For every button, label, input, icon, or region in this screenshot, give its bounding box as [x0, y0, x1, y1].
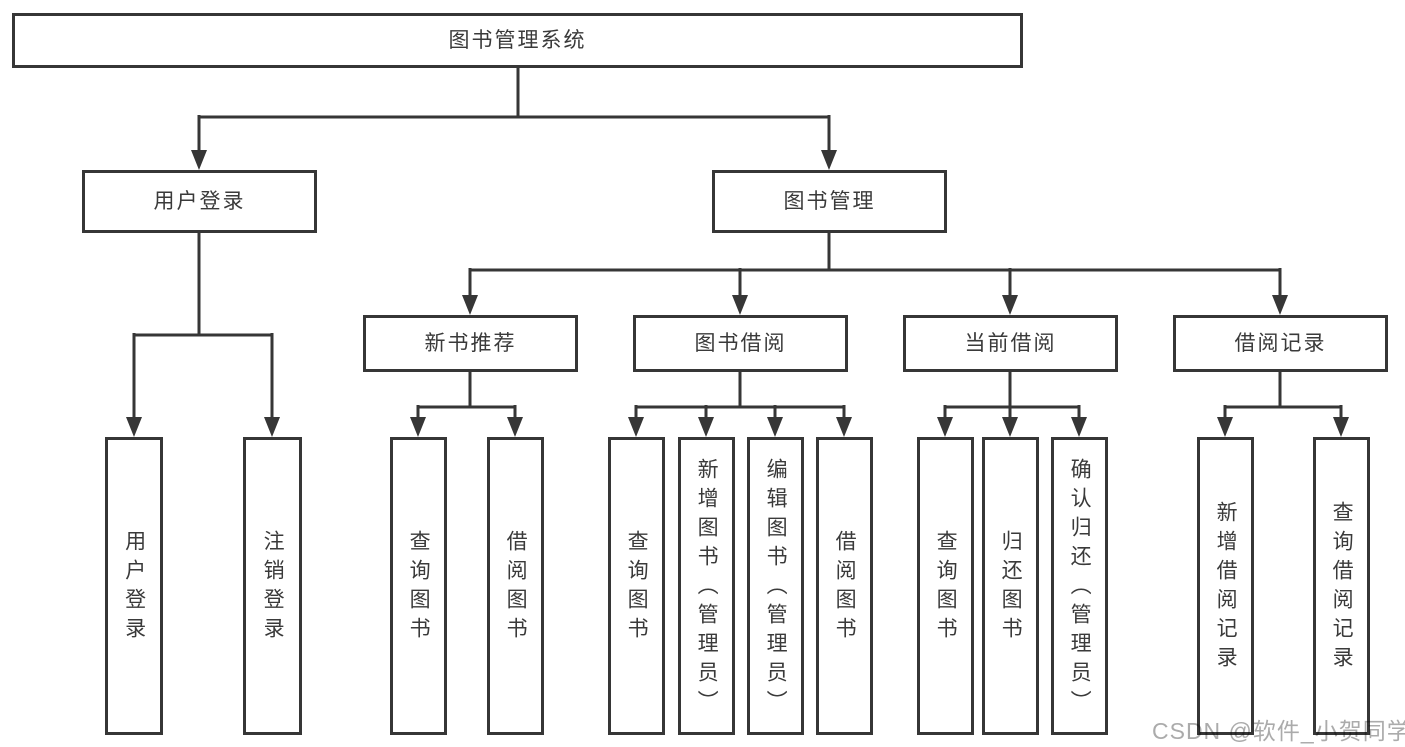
node-current-borrow: 当前借阅 — [903, 315, 1118, 372]
node-leaf-query-borrow-record: 查询借阅记录 — [1313, 437, 1370, 735]
node-leaf-edit-book-admin: 编辑图书（管理员） — [747, 437, 804, 735]
node-book-borrow: 图书借阅 — [633, 315, 848, 372]
node-leaf-query-books-3: 查询图书 — [917, 437, 974, 735]
node-leaf-query-books-1: 查询图书 — [390, 437, 447, 735]
node-leaf-borrow-books-2: 借阅图书 — [816, 437, 873, 735]
watermark: CSDN @软件_小贺同学 — [1152, 718, 1405, 744]
node-book-management: 图书管理 — [712, 170, 947, 233]
node-leaf-logout: 注销登录 — [243, 437, 302, 735]
node-leaf-add-borrow-record: 新增借阅记录 — [1197, 437, 1254, 735]
node-new-book-recommend: 新书推荐 — [363, 315, 578, 372]
node-borrow-records: 借阅记录 — [1173, 315, 1388, 372]
arrowheads — [126, 150, 1349, 437]
node-leaf-confirm-return-admin: 确认归还（管理员） — [1051, 437, 1108, 735]
node-leaf-query-books-2: 查询图书 — [608, 437, 665, 735]
node-user-login: 用户登录 — [82, 170, 317, 233]
node-leaf-return-book: 归还图书 — [982, 437, 1039, 735]
node-leaf-add-book-admin: 新增图书（管理员） — [678, 437, 735, 735]
node-leaf-user-login: 用户登录 — [105, 437, 163, 735]
node-root: 图书管理系统 — [12, 13, 1023, 68]
node-leaf-borrow-books-1: 借阅图书 — [487, 437, 544, 735]
connector-paths — [132, 68, 1343, 421]
